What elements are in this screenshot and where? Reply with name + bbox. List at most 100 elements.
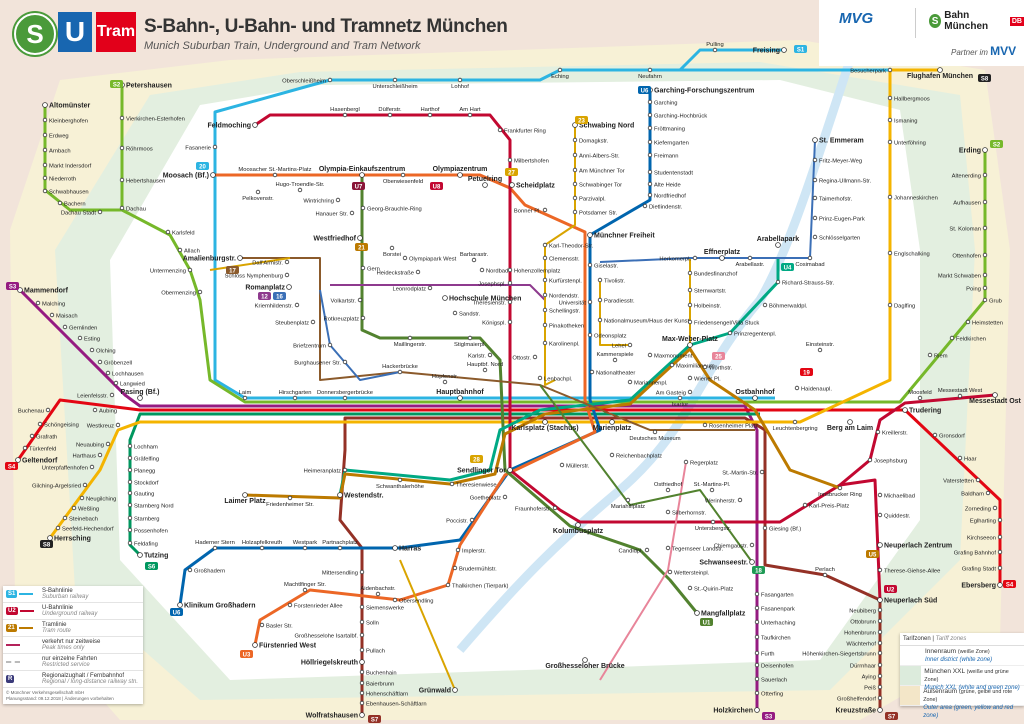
station-marker[interactable] xyxy=(42,132,48,138)
station-label[interactable]: Altomünster xyxy=(49,102,91,109)
station-label[interactable]: Harthaus xyxy=(72,453,96,459)
station-label[interactable]: St. Emmeram xyxy=(819,137,864,144)
station-label[interactable]: Hebertshausen xyxy=(126,178,165,184)
station-label[interactable]: Unterpfaffenhofen xyxy=(42,465,88,471)
station-marker[interactable] xyxy=(877,673,883,679)
station-marker[interactable] xyxy=(644,547,650,553)
station-label[interactable]: Unterföhring xyxy=(894,140,926,146)
station-marker[interactable] xyxy=(127,502,133,508)
station-marker[interactable] xyxy=(442,379,448,385)
station-marker[interactable] xyxy=(360,265,366,271)
station-label[interactable]: Hohenschäftlarn xyxy=(366,691,408,697)
station-marker[interactable] xyxy=(542,277,548,283)
station-marker[interactable] xyxy=(687,270,693,276)
station-marker[interactable] xyxy=(177,602,183,608)
station-marker[interactable] xyxy=(415,269,421,275)
station-marker[interactable] xyxy=(407,335,413,341)
station-marker[interactable] xyxy=(452,310,458,316)
station-marker[interactable] xyxy=(647,169,653,175)
station-label[interactable]: Weßling xyxy=(78,506,99,512)
station-label[interactable]: Oberwiesenfeld xyxy=(383,179,423,185)
station-label[interactable]: Haidenaupl. xyxy=(801,386,832,392)
station-label[interactable]: Hugo-Troendle-Str. xyxy=(275,182,324,188)
station-marker[interactable] xyxy=(775,242,781,248)
station-marker[interactable] xyxy=(442,295,448,301)
station-marker[interactable] xyxy=(119,177,125,183)
station-marker[interactable] xyxy=(507,157,513,163)
station-marker[interactable] xyxy=(242,492,248,498)
station-label[interactable]: Brudermühlstr. xyxy=(459,566,497,572)
station-label[interactable]: Englschalking xyxy=(894,251,930,257)
station-marker[interactable] xyxy=(210,172,216,178)
station-label[interactable]: Esting xyxy=(84,336,100,342)
station-marker[interactable] xyxy=(794,385,800,391)
station-label[interactable]: Freimann xyxy=(654,153,678,159)
station-marker[interactable] xyxy=(937,67,943,73)
station-label[interactable]: Borstei xyxy=(383,252,401,258)
station-label[interactable]: Basler Str. xyxy=(266,623,293,629)
station-marker[interactable] xyxy=(887,302,893,308)
station-label[interactable]: Gronsdorf xyxy=(939,433,965,439)
station-marker[interactable] xyxy=(375,591,381,597)
station-label[interactable]: Stiglmaierpl. xyxy=(454,342,486,348)
station-label[interactable]: Wintrichring xyxy=(303,198,334,204)
station-marker[interactable] xyxy=(997,549,1003,555)
station-marker[interactable] xyxy=(92,407,98,413)
station-label[interactable]: Riem xyxy=(934,353,948,359)
station-marker[interactable] xyxy=(669,362,675,368)
station-marker[interactable] xyxy=(197,289,203,295)
station-marker[interactable] xyxy=(457,395,463,401)
station-label[interactable]: Silberhornstr. xyxy=(672,510,707,516)
station-marker[interactable] xyxy=(542,322,548,328)
station-marker[interactable] xyxy=(105,370,111,376)
station-label[interactable]: Nordfriedhof xyxy=(654,193,686,199)
station-label[interactable]: Kriemhildenstr. xyxy=(255,303,294,309)
station-label[interactable]: Feldmoching xyxy=(207,122,251,129)
station-marker[interactable] xyxy=(609,419,615,425)
station-marker[interactable] xyxy=(587,232,593,238)
station-marker[interactable] xyxy=(875,429,881,435)
station-label[interactable]: Karlstr. xyxy=(468,353,486,359)
station-marker[interactable] xyxy=(612,357,618,363)
station-marker[interactable] xyxy=(572,137,578,143)
station-marker[interactable] xyxy=(487,352,493,358)
station-label[interactable]: Schwabing Nord xyxy=(579,122,634,129)
station-label[interactable]: Maisach xyxy=(56,313,78,319)
station-marker[interactable] xyxy=(737,497,743,503)
station-marker[interactable] xyxy=(747,255,753,261)
station-label[interactable]: Kieferngarten xyxy=(654,140,689,146)
station-label[interactable]: Olympia-Einkaufszentrum xyxy=(319,166,405,173)
station-marker[interactable] xyxy=(982,285,988,291)
station-marker[interactable] xyxy=(359,700,365,706)
station-marker[interactable] xyxy=(587,299,593,305)
station-marker[interactable] xyxy=(812,157,818,163)
station-marker[interactable] xyxy=(887,250,893,256)
station-marker[interactable] xyxy=(337,492,343,498)
station-label[interactable]: Dietlindenstr. xyxy=(649,204,683,210)
station-marker[interactable] xyxy=(665,545,671,551)
station-marker[interactable] xyxy=(572,167,578,173)
station-label[interactable]: Kurfürstenpl. xyxy=(549,278,582,284)
station-marker[interactable] xyxy=(877,492,883,498)
station-label[interactable]: Eglharting xyxy=(970,518,996,524)
station-marker[interactable] xyxy=(552,505,558,511)
station-label[interactable]: Prinzregentenpl. xyxy=(734,331,777,337)
station-label[interactable]: Berg am Laim xyxy=(827,425,873,432)
station-label[interactable]: Friedenheimer Str. xyxy=(266,502,314,508)
station-marker[interactable] xyxy=(985,490,991,496)
station-label[interactable]: St.-Martins-Pl. xyxy=(694,482,731,488)
station-label[interactable]: Regerplatz xyxy=(690,460,718,466)
station-label[interactable]: Paradiesstr. xyxy=(604,298,635,304)
station-marker[interactable] xyxy=(47,535,53,541)
station-label[interactable]: Neuperlach Süd xyxy=(884,597,937,604)
station-label[interactable]: Aubing xyxy=(99,408,117,414)
station-marker[interactable] xyxy=(702,364,708,370)
station-label[interactable]: Geltendorf xyxy=(22,457,58,464)
station-marker[interactable] xyxy=(647,152,653,158)
station-marker[interactable] xyxy=(115,422,121,428)
station-label[interactable]: Grub xyxy=(989,298,1002,304)
station-label[interactable]: Kammerspiele xyxy=(596,352,633,358)
station-label[interactable]: Machtlfinger Str. xyxy=(284,582,326,588)
station-label[interactable]: Sendlinger Tor xyxy=(457,467,506,474)
station-label[interactable]: Gröbenzell xyxy=(104,360,132,366)
